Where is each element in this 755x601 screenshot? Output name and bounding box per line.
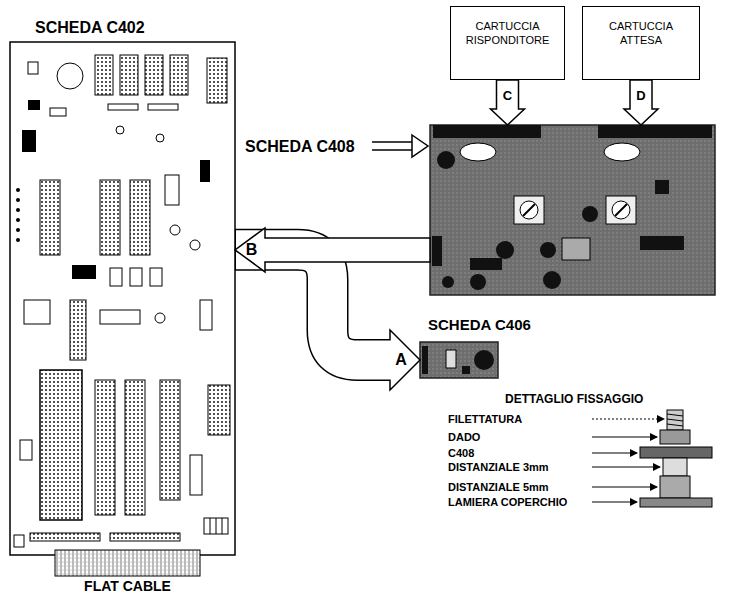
board-heading: SCHEDA C408: [245, 137, 355, 156]
block-arrow: [491, 80, 525, 125]
arrow-letter: D: [636, 88, 645, 101]
detail-title: DETTAGLIO FISSAGGIO: [505, 392, 643, 407]
board-c408-drawing: [430, 125, 715, 295]
board-c406-drawing: [420, 342, 498, 378]
cartridge-label: CARTUCCIA RISPONDITORE: [457, 19, 558, 47]
board-heading: FLAT CABLE: [55, 578, 200, 595]
part-label: C408: [448, 446, 474, 460]
board-c402-drawing: [10, 42, 235, 555]
cartridge-label: CARTUCCIA ATTESA: [589, 19, 693, 47]
pointer-arrow: [372, 135, 428, 157]
block-arrow: [624, 80, 658, 125]
part-label: FILETTATURA: [448, 412, 522, 426]
arrow-letter: B: [246, 242, 258, 258]
circuit-board: SCHEDA C402: [10, 42, 235, 555]
arrow-letter: A: [395, 352, 407, 368]
circuit-board: SCHEDA C406: [420, 342, 498, 378]
flat-cable: FLAT CABLE: [55, 550, 200, 576]
board-heading: SCHEDA C406: [428, 316, 531, 334]
cartridge-box: CARTUCCIA RISPONDITORE: [450, 6, 565, 80]
part-label: LAMIERA COPERCHIO: [448, 495, 567, 509]
cartridge-box: CARTUCCIA ATTESA: [582, 6, 700, 80]
arrow-letter: C: [503, 88, 512, 101]
part-label: DISTANZIALE 5mm: [448, 480, 549, 494]
fixing-detail: [592, 410, 712, 507]
board-heading: SCHEDA C402: [35, 18, 145, 37]
circuit-board: SCHEDA C408: [430, 125, 715, 295]
part-label: DISTANZIALE 3mm: [448, 460, 549, 474]
block-arrow: [235, 228, 430, 272]
part-label: DADO: [448, 430, 480, 444]
flat-cable-drawing: [55, 550, 200, 576]
